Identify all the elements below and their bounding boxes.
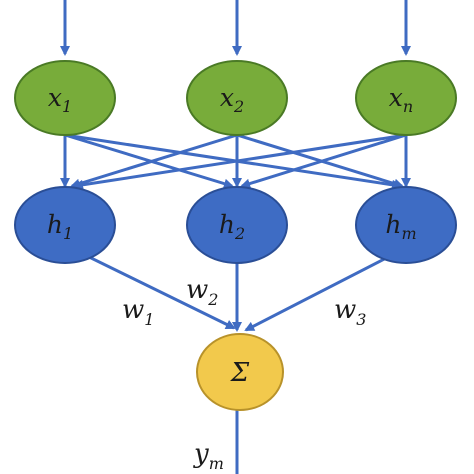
hidden-node-label: h1 bbox=[47, 210, 73, 243]
edge-hm-sum bbox=[244, 253, 393, 332]
hidden-node-h2: h2 bbox=[186, 186, 288, 264]
hidden-layer: h1 h2 hm bbox=[14, 186, 457, 264]
weight-label-w3: w3 bbox=[334, 295, 366, 329]
hidden-node-shape bbox=[14, 186, 116, 264]
input-node-shape bbox=[186, 60, 288, 136]
edge-xn-h1 bbox=[73, 133, 407, 190]
hidden-node-shape bbox=[355, 186, 457, 264]
hidden-node-hm: hm bbox=[355, 186, 457, 264]
edge-h1-sum bbox=[84, 253, 236, 330]
hidden-node-shape bbox=[186, 186, 288, 264]
output-node-shape bbox=[196, 333, 284, 411]
input-node-label: xn bbox=[389, 83, 413, 116]
input-node-x2: x2 bbox=[186, 60, 288, 136]
edge-xn-h2 bbox=[240, 133, 407, 189]
edge-x2-h1 bbox=[70, 133, 238, 189]
hidden-node-label: h2 bbox=[219, 210, 245, 243]
weight-labels: w1 w2 w3 bbox=[122, 275, 366, 329]
input-node-label: x2 bbox=[220, 83, 244, 116]
input-hidden-connections bbox=[60, 133, 411, 190]
edge-x1-h2 bbox=[64, 133, 234, 189]
sum-symbol: Σ bbox=[230, 358, 250, 388]
input-node-x1: x1 bbox=[14, 60, 116, 136]
weight-label-w2: w2 bbox=[186, 275, 218, 309]
output-label-ym: ym bbox=[193, 439, 224, 473]
input-node-label: x1 bbox=[48, 83, 72, 116]
output-node-sum: Σ bbox=[196, 333, 284, 411]
hidden-output-connections bbox=[84, 253, 393, 332]
input-layer: x1 x2 xn bbox=[14, 60, 457, 136]
hidden-node-label: hm bbox=[385, 210, 416, 243]
input-node-xn: xn bbox=[355, 60, 457, 136]
weight-label-w1: w1 bbox=[122, 295, 154, 329]
input-node-shape bbox=[14, 60, 116, 136]
hidden-node-h1: h1 bbox=[14, 186, 116, 264]
input-arrows bbox=[60, 0, 411, 56]
input-node-shape bbox=[355, 60, 457, 136]
